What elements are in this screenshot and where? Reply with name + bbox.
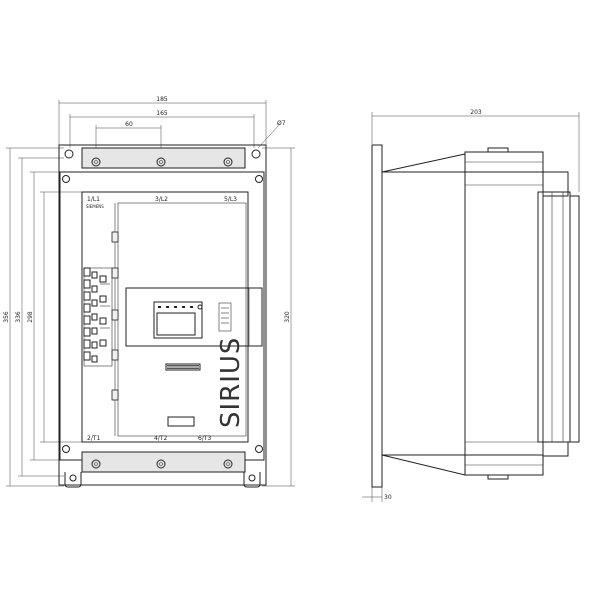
- left-dimensions: 356 336 298: [3, 147, 86, 487]
- bottom-terminal-screw-3: [223, 459, 233, 469]
- top-busbar: [81, 147, 246, 169]
- front-panel: [81, 191, 249, 443]
- top-terminal-screw-2: [156, 157, 166, 167]
- housing-screw-tl: [62, 175, 70, 183]
- top-terminal-screw-3: [223, 157, 233, 167]
- terminal-label-1L1: 1/L1: [87, 196, 100, 203]
- slot: [167, 416, 195, 427]
- display-screen: [156, 312, 196, 336]
- display-module: [125, 287, 263, 347]
- terminal-label-5L3: 5/L3: [224, 196, 237, 203]
- dim-hole-diameter: Ø7: [277, 120, 286, 127]
- terminal-label-4T2: 4/T2: [154, 435, 168, 442]
- dim-height-right: 320: [284, 311, 291, 323]
- mounting-plate: [58, 144, 267, 486]
- brand-text: SIRIUS: [216, 337, 246, 428]
- mounting-hole-top-right: [251, 149, 261, 159]
- mounting-slot-bottom-left: [64, 472, 82, 488]
- dim-front-width-inner: 165: [156, 110, 168, 117]
- bottom-terminal-screw-1: [91, 459, 101, 469]
- nameplate: [165, 363, 201, 371]
- dim-side-depth: 203: [470, 109, 482, 116]
- display-frame: [153, 301, 203, 339]
- side-view: 203 30: [362, 109, 580, 502]
- mounting-slot-bottom-right: [243, 472, 261, 488]
- top-terminal-screw-1: [91, 157, 101, 167]
- terminal-label-3L2: 3/L2: [155, 196, 168, 203]
- right-dimension: 320: [262, 147, 295, 487]
- side-mounting-plate: [371, 144, 383, 488]
- control-terminal-block: [83, 267, 113, 367]
- bottom-terminal-screw-2: [156, 459, 166, 469]
- terminal-label-2T1: 2/T1: [87, 435, 101, 442]
- dim-front-width-outer: 185: [156, 96, 168, 103]
- front-view: 185 165 60 Ø7 356 336 298: [3, 96, 295, 488]
- display-button-icon: [197, 304, 203, 310]
- dim-height-body: 298: [27, 311, 34, 323]
- side-dimensions: 203 30: [362, 109, 580, 502]
- dip-switch-block: [218, 302, 232, 332]
- bottom-busbar: [81, 451, 246, 473]
- housing-screw-bl: [62, 445, 70, 453]
- dim-hole-spacing: 60: [125, 121, 133, 128]
- dim-side-offset: 30: [384, 494, 392, 501]
- small-brand-label: SIEMENS: [86, 204, 104, 209]
- housing-screw-br: [255, 445, 263, 453]
- top-dimensions: 185 165 60 Ø7: [58, 96, 286, 150]
- side-body: [464, 171, 544, 456]
- housing-screw-tr: [255, 175, 263, 183]
- dim-height-total: 356: [3, 311, 10, 323]
- dim-height-mount: 336: [15, 311, 22, 323]
- mounting-hole-top-left: [64, 149, 74, 159]
- terminal-label-6T3: 6/T3: [198, 435, 212, 442]
